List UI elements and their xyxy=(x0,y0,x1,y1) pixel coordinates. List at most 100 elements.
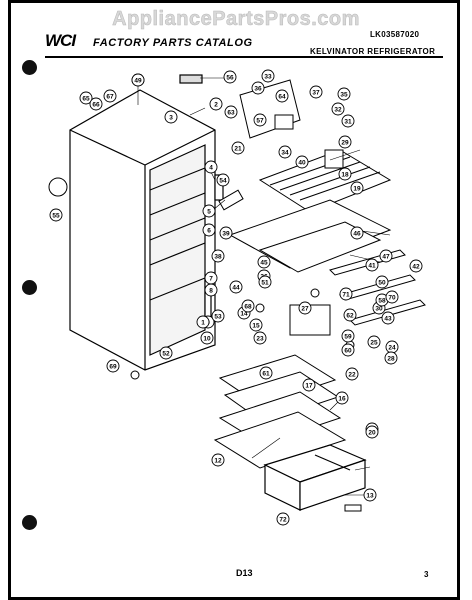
callout-19: 19 xyxy=(350,181,364,195)
crisper-drawers xyxy=(263,444,367,511)
callout-label: 34 xyxy=(281,149,289,156)
binder-hole-bottom xyxy=(22,515,37,530)
callout-41: 41 xyxy=(365,258,379,272)
callout-6: 6 xyxy=(202,223,216,237)
callout-24: 24 xyxy=(385,340,399,354)
page-number: 3 xyxy=(424,570,429,579)
callout-label: 55 xyxy=(52,212,60,219)
watermark: AppliancePartsPros.com xyxy=(112,8,360,31)
callout-label: 35 xyxy=(340,91,348,98)
callout-37: 37 xyxy=(309,85,323,99)
callout-54: 54 xyxy=(216,173,230,187)
callout-label: 52 xyxy=(162,350,170,357)
callout-10: 10 xyxy=(200,331,214,345)
callout-67: 67 xyxy=(103,89,117,103)
callout-label: 47 xyxy=(382,253,390,260)
callout-46: 46 xyxy=(350,226,364,240)
callout-label: 68 xyxy=(244,303,252,310)
callout-label: 43 xyxy=(384,315,392,322)
callout-label: 29 xyxy=(341,139,349,146)
callout-68: 68 xyxy=(241,299,255,313)
callout-label: 63 xyxy=(227,109,235,116)
refrigerator-cabinet xyxy=(69,74,224,371)
callout-label: 67 xyxy=(106,93,114,100)
callout-label: 64 xyxy=(278,93,286,100)
callout-label: 58 xyxy=(378,297,386,304)
callout-23: 23 xyxy=(253,331,267,345)
callout-label: 13 xyxy=(366,492,374,499)
callout-64: 64 xyxy=(275,89,289,103)
callout-71: 71 xyxy=(339,287,353,301)
callout-label: 59 xyxy=(344,333,352,340)
callout-label: 37 xyxy=(312,89,320,96)
callout-label: 51 xyxy=(261,279,269,286)
callout-21: 21 xyxy=(231,141,245,155)
page-border-left xyxy=(8,0,11,600)
page-border-right xyxy=(457,0,460,600)
callout-20: 20 xyxy=(365,425,379,439)
callout-label: 7 xyxy=(209,275,213,282)
callout-label: 72 xyxy=(279,516,287,523)
callout-label: 60 xyxy=(344,347,352,354)
callout-label: 4 xyxy=(209,164,213,171)
callout-label: 62 xyxy=(346,312,354,319)
callout-59: 59 xyxy=(341,329,355,343)
callout-label: 23 xyxy=(256,335,264,342)
callout-52: 52 xyxy=(159,346,173,360)
callout-66: 66 xyxy=(89,97,103,111)
callout-13: 13 xyxy=(363,488,377,502)
callout-2: 2 xyxy=(209,97,223,111)
callout-44: 44 xyxy=(229,280,243,294)
small-parts xyxy=(48,177,362,512)
callout-label: 70 xyxy=(388,294,396,301)
callout-63: 63 xyxy=(224,105,238,119)
callout-label: 50 xyxy=(378,279,386,286)
callout-label: 27 xyxy=(301,305,309,312)
callout-8: 8 xyxy=(204,283,218,297)
callout-33: 33 xyxy=(261,69,275,83)
callout-58: 58 xyxy=(375,293,389,307)
brand-line: KELVINATOR REFRIGERATOR xyxy=(310,47,436,56)
callout-label: 16 xyxy=(338,395,346,402)
callout-42: 42 xyxy=(409,259,423,273)
callout-label: 19 xyxy=(353,185,361,192)
callout-56: 56 xyxy=(223,70,237,84)
callout-label: 39 xyxy=(222,230,230,237)
callout-label: 65 xyxy=(82,95,90,102)
callout-70: 70 xyxy=(385,290,399,304)
callout-label: 44 xyxy=(232,284,240,291)
callout-label: 71 xyxy=(342,291,350,298)
callout-label: 56 xyxy=(226,74,234,81)
callout-label: 28 xyxy=(387,355,395,362)
callout-label: 42 xyxy=(412,263,420,270)
callout-16: 16 xyxy=(335,391,349,405)
callout-43: 43 xyxy=(381,311,395,325)
header-rule xyxy=(45,56,443,58)
callout-40: 40 xyxy=(295,155,309,169)
binder-hole-middle xyxy=(22,280,37,295)
callout-61: 61 xyxy=(259,366,273,380)
callout-label: 61 xyxy=(262,370,270,377)
callout-label: 32 xyxy=(334,106,342,113)
callout-22: 22 xyxy=(345,367,359,381)
callout-label: 69 xyxy=(109,363,117,370)
callout-25: 25 xyxy=(367,335,381,349)
callout-label: 5 xyxy=(207,208,211,215)
callout-69: 69 xyxy=(106,359,120,373)
callout-label: 46 xyxy=(353,230,361,237)
callout-1: 1 xyxy=(196,315,210,329)
callout-label: 49 xyxy=(134,77,142,84)
callout-label: 15 xyxy=(252,322,260,329)
callout-49: 49 xyxy=(131,73,145,87)
callout-31: 31 xyxy=(341,114,355,128)
callout-label: 21 xyxy=(234,145,242,152)
callout-label: 36 xyxy=(254,85,262,92)
callout-15: 15 xyxy=(249,318,263,332)
callout-27: 27 xyxy=(298,301,312,315)
callout-label: 30 xyxy=(375,305,383,312)
callout-label: 24 xyxy=(388,344,396,351)
callout-label: 41 xyxy=(368,262,376,269)
callout-3: 3 xyxy=(164,110,178,124)
callout-label: 40 xyxy=(298,159,306,166)
